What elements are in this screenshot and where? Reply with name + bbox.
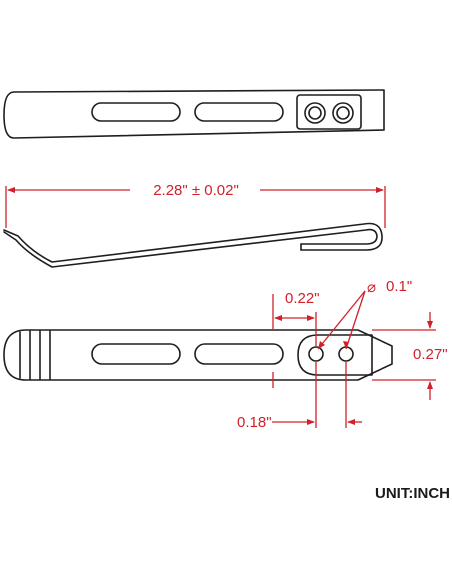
width-dimension: 0.27" <box>372 312 448 400</box>
hole-spacing-label: 0.18" <box>237 414 272 431</box>
clip-detail-view <box>3 329 393 381</box>
hole-diameter-label: 0.1" <box>386 278 412 295</box>
unit-label: UNIT:INCH <box>375 485 450 502</box>
hole-spacing-dimension: 0.18" <box>237 362 362 431</box>
edge-to-hole-label: 0.22" <box>285 290 320 307</box>
width-label: 0.27" <box>413 346 448 363</box>
overall-length-dimension: 2.28" ± 0.02" <box>5 182 386 228</box>
hole-diameter-dimension: ⌀ 0.1" <box>317 278 412 350</box>
diameter-symbol: ⌀ <box>367 279 376 296</box>
edge-to-hole-dimension: 0.22" <box>272 290 320 346</box>
clip-top-view <box>3 89 385 139</box>
overall-length-label: 2.28" ± 0.02" <box>153 182 239 199</box>
clip-side-view <box>3 222 383 268</box>
